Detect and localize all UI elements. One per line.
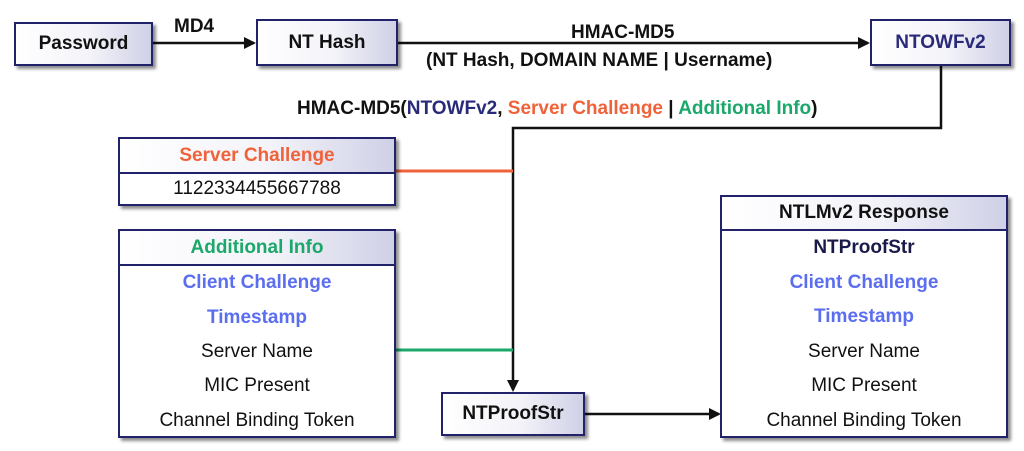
ntproofstr-label: NTProofStr bbox=[462, 403, 564, 424]
response-channel-binding-token: Channel Binding Token bbox=[766, 409, 962, 431]
arrow-ntowfv2-to-ntproofstr bbox=[507, 66, 943, 392]
server-challenge-value: 1122334455667788 bbox=[173, 178, 341, 199]
additional-info-channel-binding-token: Channel Binding Token bbox=[159, 409, 355, 431]
ntlmv2-response-table: NTLMv2 Response NTProofStr Client Challe… bbox=[720, 195, 1008, 438]
response-server-name: Server Name bbox=[808, 340, 920, 362]
response-client-challenge: Client Challenge bbox=[789, 271, 939, 293]
password-label: Password bbox=[38, 33, 129, 54]
additional-info-title: Additional Info bbox=[120, 231, 394, 266]
hmac-additional-info: Additional Info bbox=[678, 98, 812, 119]
ntlmv2-response-title: NTLMv2 Response bbox=[722, 197, 1006, 231]
additional-info-table: Additional Info Client Challenge Timesta… bbox=[118, 229, 396, 438]
server-challenge-table: Server Challenge 1122334455667788 bbox=[118, 137, 396, 206]
hmac-server-challenge: Server Challenge bbox=[507, 98, 664, 119]
server-challenge-title: Server Challenge bbox=[120, 139, 394, 174]
hmac-md5-label: HMAC-MD5 bbox=[571, 22, 675, 43]
response-mic-present: MIC Present bbox=[811, 375, 917, 397]
ntowfv2-box: NTOWFv2 bbox=[870, 19, 1011, 66]
hmac-prefix: HMAC-MD5( bbox=[297, 98, 407, 119]
additional-info-mic-present: MIC Present bbox=[204, 375, 310, 397]
hmac-suffix: ) bbox=[811, 98, 818, 119]
md4-label: MD4 bbox=[174, 16, 215, 37]
additional-info-server-name: Server Name bbox=[201, 340, 313, 362]
hmac-md5-ntproofstr-label: HMAC-MD5(NTOWFv2, Server Challenge | Add… bbox=[297, 99, 818, 118]
nt-hash-box: NT Hash bbox=[256, 19, 398, 66]
response-timestamp: Timestamp bbox=[814, 306, 914, 328]
additional-info-client-challenge: Client Challenge bbox=[182, 272, 332, 294]
hmac-md5-args-label: (NT Hash, DOMAIN NAME | Username) bbox=[426, 50, 773, 71]
nt-hash-label: NT Hash bbox=[288, 31, 366, 53]
hmac-ntowfv2: NTOWFv2 bbox=[406, 98, 498, 119]
ntowfv2-label: NTOWFv2 bbox=[895, 31, 986, 53]
additional-info-timestamp: Timestamp bbox=[207, 306, 307, 328]
password-box: Password bbox=[14, 22, 153, 66]
hmac-separator: | bbox=[663, 98, 679, 119]
hmac-comma: , bbox=[497, 98, 508, 119]
response-ntproofstr: NTProofStr bbox=[813, 237, 915, 259]
ntproofstr-box: NTProofStr bbox=[441, 392, 585, 436]
